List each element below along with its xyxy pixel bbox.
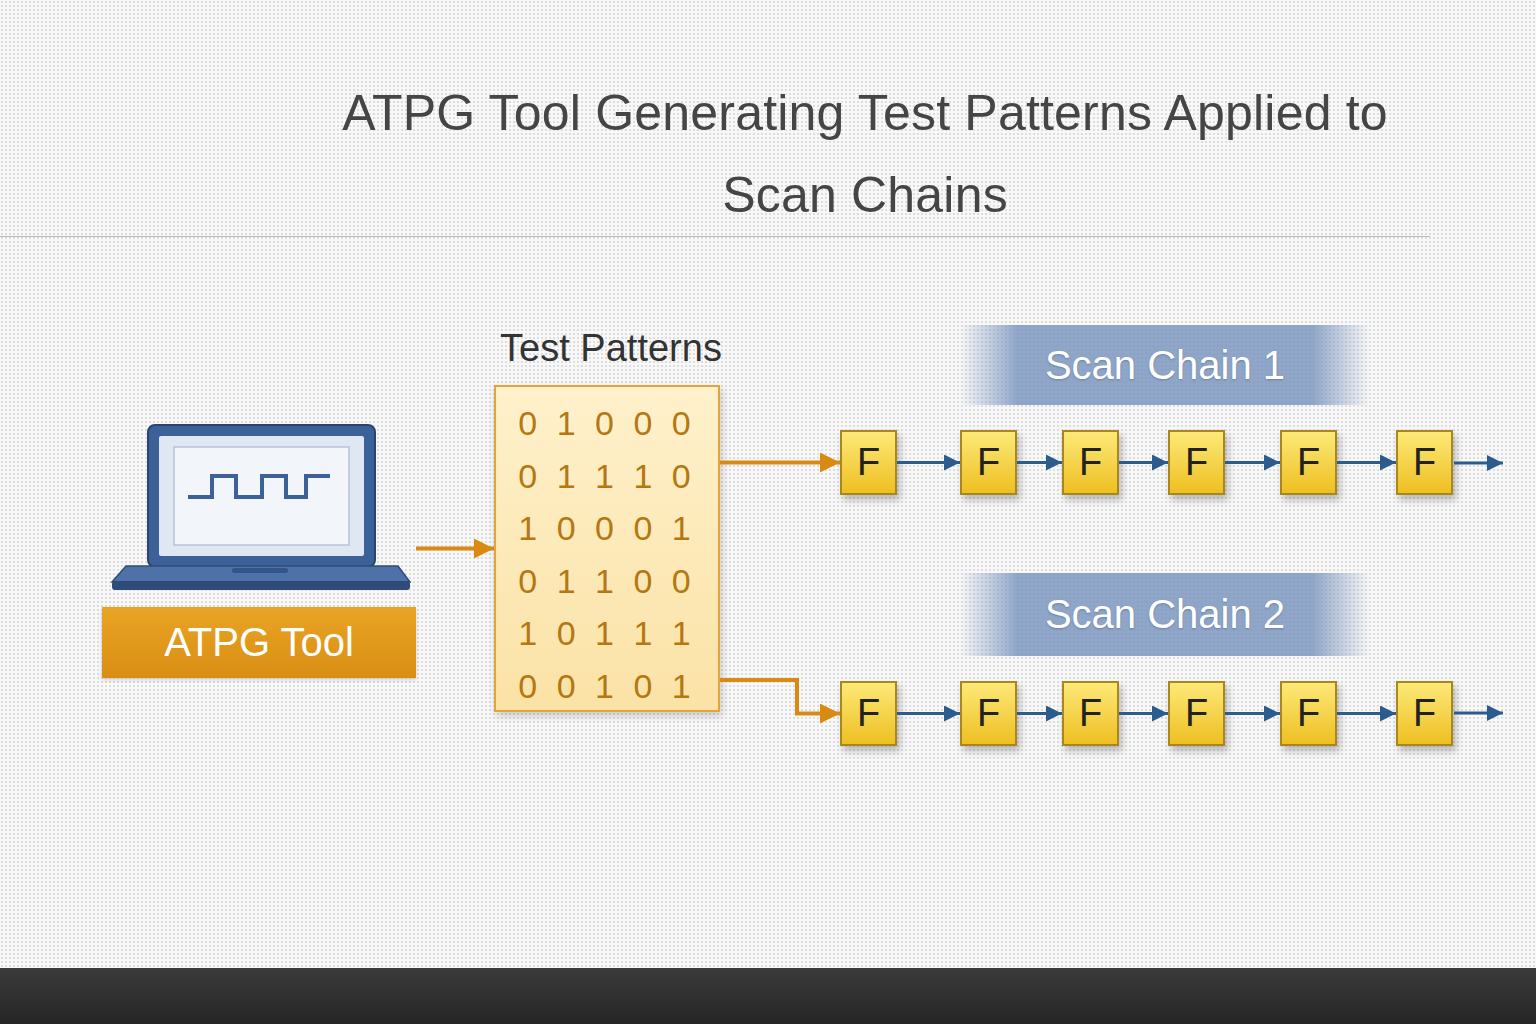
flop-label: F	[1079, 441, 1102, 484]
pattern-arrow	[720, 680, 840, 714]
flip-flop-box: F	[840, 430, 897, 495]
chain-band: Scan Chain 2	[960, 573, 1370, 656]
flip-flop-box: F	[1062, 681, 1119, 746]
bottom-strip	[0, 968, 1536, 1024]
scan-shift-arrow	[897, 461, 960, 464]
laptop-base	[112, 566, 410, 582]
chain-out-arrow	[1454, 462, 1503, 465]
flip-flop-box: F	[1168, 681, 1225, 746]
flop-label: F	[977, 692, 1000, 735]
laptop-display	[159, 436, 364, 556]
scan-shift-arrow	[1017, 461, 1062, 464]
scan-shift-arrow	[897, 712, 960, 715]
flop-label: F	[1297, 692, 1320, 735]
chain-band: Scan Chain 1	[960, 325, 1370, 405]
chain-out-arrow	[1454, 712, 1503, 715]
pattern-row: 1 0 0 0 1	[496, 502, 718, 555]
flop-label: F	[1413, 441, 1436, 484]
tool-label: ATPG Tool	[102, 607, 416, 678]
waveform	[188, 476, 330, 497]
flip-flop-box: F	[1280, 681, 1337, 746]
flop-label: F	[857, 441, 880, 484]
scan-shift-arrow	[1119, 712, 1168, 715]
flip-flop-box: F	[840, 681, 897, 746]
laptop-screen	[148, 425, 375, 567]
flop-label: F	[1079, 692, 1102, 735]
flip-flop-box: F	[960, 681, 1017, 746]
flop-label: F	[1297, 441, 1320, 484]
pattern-row: 0 1 1 0 0	[496, 555, 718, 608]
pattern-heading: Test Patterns	[466, 325, 756, 371]
chain-label: Scan Chain 1	[1045, 343, 1285, 388]
pattern-arrow	[416, 547, 494, 551]
flip-flop-box: F	[1168, 430, 1225, 495]
scan-shift-arrow	[1119, 461, 1168, 464]
scan-shift-arrow	[1225, 712, 1280, 715]
separator-rule	[0, 236, 1430, 237]
flip-flop-box: F	[960, 430, 1017, 495]
laptop-notch	[232, 568, 288, 573]
pattern-row: 0 0 1 0 1	[496, 660, 718, 713]
scan-shift-arrow	[1337, 461, 1396, 464]
scan-shift-arrow	[1337, 712, 1396, 715]
scan-shift-arrow	[1017, 712, 1062, 715]
flop-label: F	[1185, 441, 1208, 484]
pattern-row: 1 0 1 1 1	[496, 607, 718, 660]
laptop-base-edge	[112, 581, 410, 590]
pattern-row: 0 1 0 0 0	[496, 397, 718, 450]
diagram-title: ATPG Tool Generating Test Patterns Appli…	[340, 72, 1390, 236]
scan-shift-arrow	[1225, 461, 1280, 464]
flop-label: F	[1413, 692, 1436, 735]
chain-label: Scan Chain 2	[1045, 592, 1285, 637]
flip-flop-box: F	[1280, 430, 1337, 495]
tool-node: ATPG Tool	[102, 425, 416, 678]
laptop-panel	[174, 447, 349, 545]
flop-label: F	[1185, 692, 1208, 735]
flop-label: F	[857, 692, 880, 735]
flip-flop-box: F	[1396, 430, 1453, 495]
flip-flop-box: F	[1062, 430, 1119, 495]
pattern-arrow	[720, 461, 840, 465]
flop-label: F	[977, 441, 1000, 484]
pattern-box: Test Patterns0 1 0 0 00 1 1 1 01 0 0 0 1…	[494, 385, 720, 712]
pattern-row: 0 1 1 1 0	[496, 450, 718, 503]
flip-flop-box: F	[1396, 681, 1453, 746]
